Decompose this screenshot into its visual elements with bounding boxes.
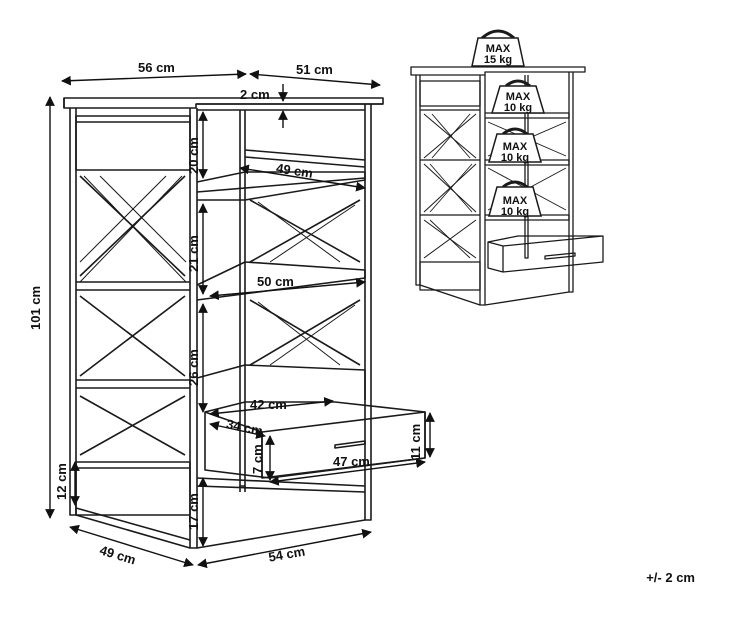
dim-top-thickness: 2 cm bbox=[240, 87, 270, 102]
upper-side-panel bbox=[197, 109, 366, 168]
dim-section-middle: 21 cm bbox=[186, 235, 201, 272]
dim-top-width: 56 cm bbox=[138, 60, 175, 75]
dim-bottom-panel: 12 cm bbox=[54, 463, 69, 500]
load-drawer bbox=[487, 235, 604, 273]
weight-shelf-2: MAX 10 kg bbox=[488, 127, 542, 164]
base-rail bbox=[75, 477, 366, 541]
svg-text:MAX: MAX bbox=[506, 91, 531, 103]
svg-text:MAX: MAX bbox=[503, 141, 528, 153]
dim-shelf-1: 49 cm bbox=[275, 160, 314, 181]
weight-shelf-1: MAX 10 kg bbox=[490, 79, 546, 114]
dim-height-total: 101 cm bbox=[28, 286, 43, 330]
dim-drawer-height: 11 cm bbox=[408, 424, 423, 460]
bottom-panel bbox=[75, 461, 191, 516]
top-board bbox=[63, 97, 384, 109]
dim-drawer-width: 47 cm bbox=[333, 454, 370, 469]
svg-text:10 kg: 10 kg bbox=[501, 206, 529, 218]
front-x-brace bbox=[79, 175, 186, 456]
shelf-1 bbox=[196, 171, 366, 201]
back-right-post bbox=[364, 104, 372, 521]
dim-base-width: 54 cm bbox=[267, 544, 306, 565]
weight-top: MAX 15 kg bbox=[471, 29, 525, 67]
upper-front-panel bbox=[75, 115, 191, 171]
dim-shelf-2: 50 cm bbox=[257, 274, 294, 289]
svg-text:MAX: MAX bbox=[486, 43, 511, 55]
dim-section-lower: 26 cm bbox=[186, 349, 201, 386]
load-weights: MAX 15 kg MAX 10 kg MAX 10 kg MAX 10 kg bbox=[471, 29, 546, 218]
svg-text:15 kg: 15 kg bbox=[484, 54, 512, 66]
main-furniture bbox=[63, 97, 426, 549]
dim-drawer-depth: 34 cm bbox=[225, 416, 264, 438]
shelf-2 bbox=[76, 261, 366, 301]
svg-text:MAX: MAX bbox=[503, 195, 528, 207]
svg-text:10 kg: 10 kg bbox=[501, 152, 529, 164]
dim-shelf-3: 42 cm bbox=[250, 397, 287, 412]
side-x-brace bbox=[249, 199, 361, 366]
dim-drawer-front-offset: 7 cm bbox=[250, 444, 265, 474]
dim-section-top: 20 cm bbox=[186, 137, 201, 174]
weight-shelf-3: MAX 10 kg bbox=[488, 180, 542, 218]
shelf-3 bbox=[76, 364, 366, 400]
tolerance-note: +/- 2 cm bbox=[646, 570, 695, 585]
svg-text:10 kg: 10 kg bbox=[504, 102, 532, 114]
dim-section-base: 17 cm bbox=[186, 493, 201, 530]
dimension-lines bbox=[45, 69, 435, 569]
dim-top-depth: 51 cm bbox=[296, 62, 333, 77]
load-furniture bbox=[410, 66, 604, 306]
drawer-handle bbox=[334, 440, 366, 449]
dimension-labels: 56 cm 51 cm 2 cm 101 cm 20 cm 21 cm 26 c… bbox=[28, 60, 423, 567]
front-left-post bbox=[69, 108, 77, 516]
